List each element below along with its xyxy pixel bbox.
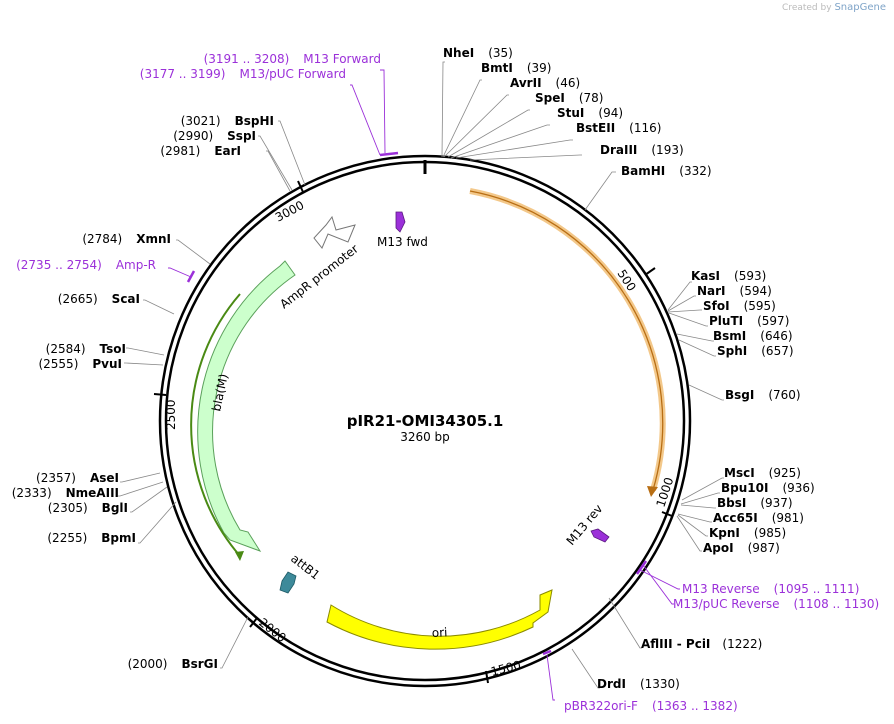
- site-bsmi: BsmI(646): [713, 329, 793, 343]
- primer-labels: (3191 .. 3208)M13 Forward (3177 .. 3199)…: [16, 52, 879, 713]
- m13-rev-arrow: [590, 528, 610, 543]
- site-bamhi: BamHI(332): [621, 164, 712, 178]
- tick-label-1500: 1500: [489, 658, 522, 679]
- site-apoi: ApoI(987): [703, 541, 780, 555]
- site-kpni: KpnI(985): [709, 526, 786, 540]
- site-drdi: DrdI(1330): [597, 677, 680, 691]
- site-eari: (2981)EarI: [160, 144, 241, 158]
- primer-markers: [168, 69, 680, 701]
- site-bsgi: BsgI(760): [725, 388, 801, 402]
- site-acc65i: Acc65I(981): [713, 511, 804, 525]
- tick-2500: 2500: [153, 393, 178, 430]
- site-bsrgi: (2000)BsrGI: [128, 657, 218, 671]
- ampr-promoter-arrow: [313, 215, 356, 249]
- site-draiii: DraIII(193): [600, 143, 684, 157]
- orf-arc: [469, 188, 666, 491]
- orf-arrowhead: [647, 486, 658, 497]
- attb1-arrow: [279, 571, 297, 594]
- snapgene-credit: Created by SnapGene: [782, 2, 886, 13]
- site-nmeaiii: (2333)NmeAIII: [12, 486, 119, 500]
- site-pluti: PluTI(597): [709, 314, 789, 328]
- primer-m13-forward: (3191 .. 3208)M13 Forward: [204, 52, 381, 66]
- primer-m13-reverse: M13 Reverse(1095 .. 1111): [682, 582, 859, 596]
- bla-orf-arrowhead: [235, 551, 244, 561]
- site-scai: (2665)ScaI: [58, 292, 140, 306]
- tick-1500: 1500: [485, 658, 522, 684]
- site-nhei: NheI(35): [443, 46, 513, 60]
- site-stui: StuI(94): [557, 106, 623, 120]
- backbone-outer: [158, 154, 692, 688]
- primer-amp-r: (2735 .. 2754)Amp-R: [16, 258, 156, 272]
- feature-label-m13-fwd: M13 fwd: [377, 235, 428, 249]
- orf-arc-line: [469, 190, 664, 491]
- plasmid-name: pIR21-OMI34305.1: [347, 412, 504, 430]
- tick-label-2500: 2500: [164, 399, 178, 430]
- site-bbsi: BbsI(937): [717, 496, 793, 510]
- site-sphi: SphI(657): [717, 344, 794, 358]
- m13-fwd-arrow: [395, 211, 406, 233]
- site-bgli: (2305)BglI: [48, 501, 128, 515]
- site-sspi: (2990)SspI: [173, 129, 256, 143]
- feature-label-m13-rev: M13 rev: [564, 502, 606, 548]
- credit-prefix: Created by: [782, 3, 832, 13]
- tick-2000: 2000: [249, 615, 289, 645]
- primer-m13-puc-forward: (3177 .. 3199)M13/pUC Forward: [140, 67, 346, 81]
- feature-label-ori: ori: [431, 625, 447, 640]
- site-bsteii: BstEII(116): [576, 121, 661, 135]
- site-bpu10i: Bpu10I(936): [721, 481, 815, 495]
- bla-feature-arrow: [197, 260, 296, 552]
- tick-3000: 3000: [273, 180, 306, 225]
- ori-arrow: [326, 589, 553, 650]
- site-afliii-pcii: AflIII - PciI(1222): [641, 637, 762, 651]
- site-pvui: (2555)PvuI: [38, 357, 122, 371]
- snapgene-logo: SnapGene: [834, 2, 886, 13]
- site-leaders: [118, 61, 724, 689]
- site-labels-right: NheI(35) BmtI(39) AvrII(46) SpeI(78) Stu…: [443, 46, 815, 691]
- site-bsphi: (3021)BspHI: [181, 114, 274, 128]
- site-bmti: BmtI(39): [481, 61, 552, 75]
- site-xmni: (2784)XmnI: [82, 232, 171, 246]
- primer-m13-puc-reverse: M13/pUC Reverse(1108 .. 1130): [673, 597, 879, 611]
- primer-pbr322ori-f: pBR322ori-F(1363 .. 1382): [564, 699, 738, 713]
- site-tsoi: (2584)TsoI: [46, 342, 126, 356]
- site-nari: NarI(594): [697, 284, 772, 298]
- site-labels-left: (2000)BsrGI (2255)BpmI (2305)BglI (2333)…: [12, 114, 274, 671]
- bla-orf-line: [190, 293, 241, 557]
- site-sfoi: SfoI(595): [703, 299, 776, 313]
- site-asei: (2357)AseI: [36, 471, 119, 485]
- site-avrii: AvrII(46): [510, 76, 580, 90]
- plasmid-size: 3260 bp: [400, 430, 450, 444]
- site-spei: SpeI(78): [535, 91, 603, 105]
- site-msci: MscI(925): [724, 466, 801, 480]
- site-bpmi: (2255)BpmI: [47, 531, 136, 545]
- site-kasi: KasI(593): [691, 269, 766, 283]
